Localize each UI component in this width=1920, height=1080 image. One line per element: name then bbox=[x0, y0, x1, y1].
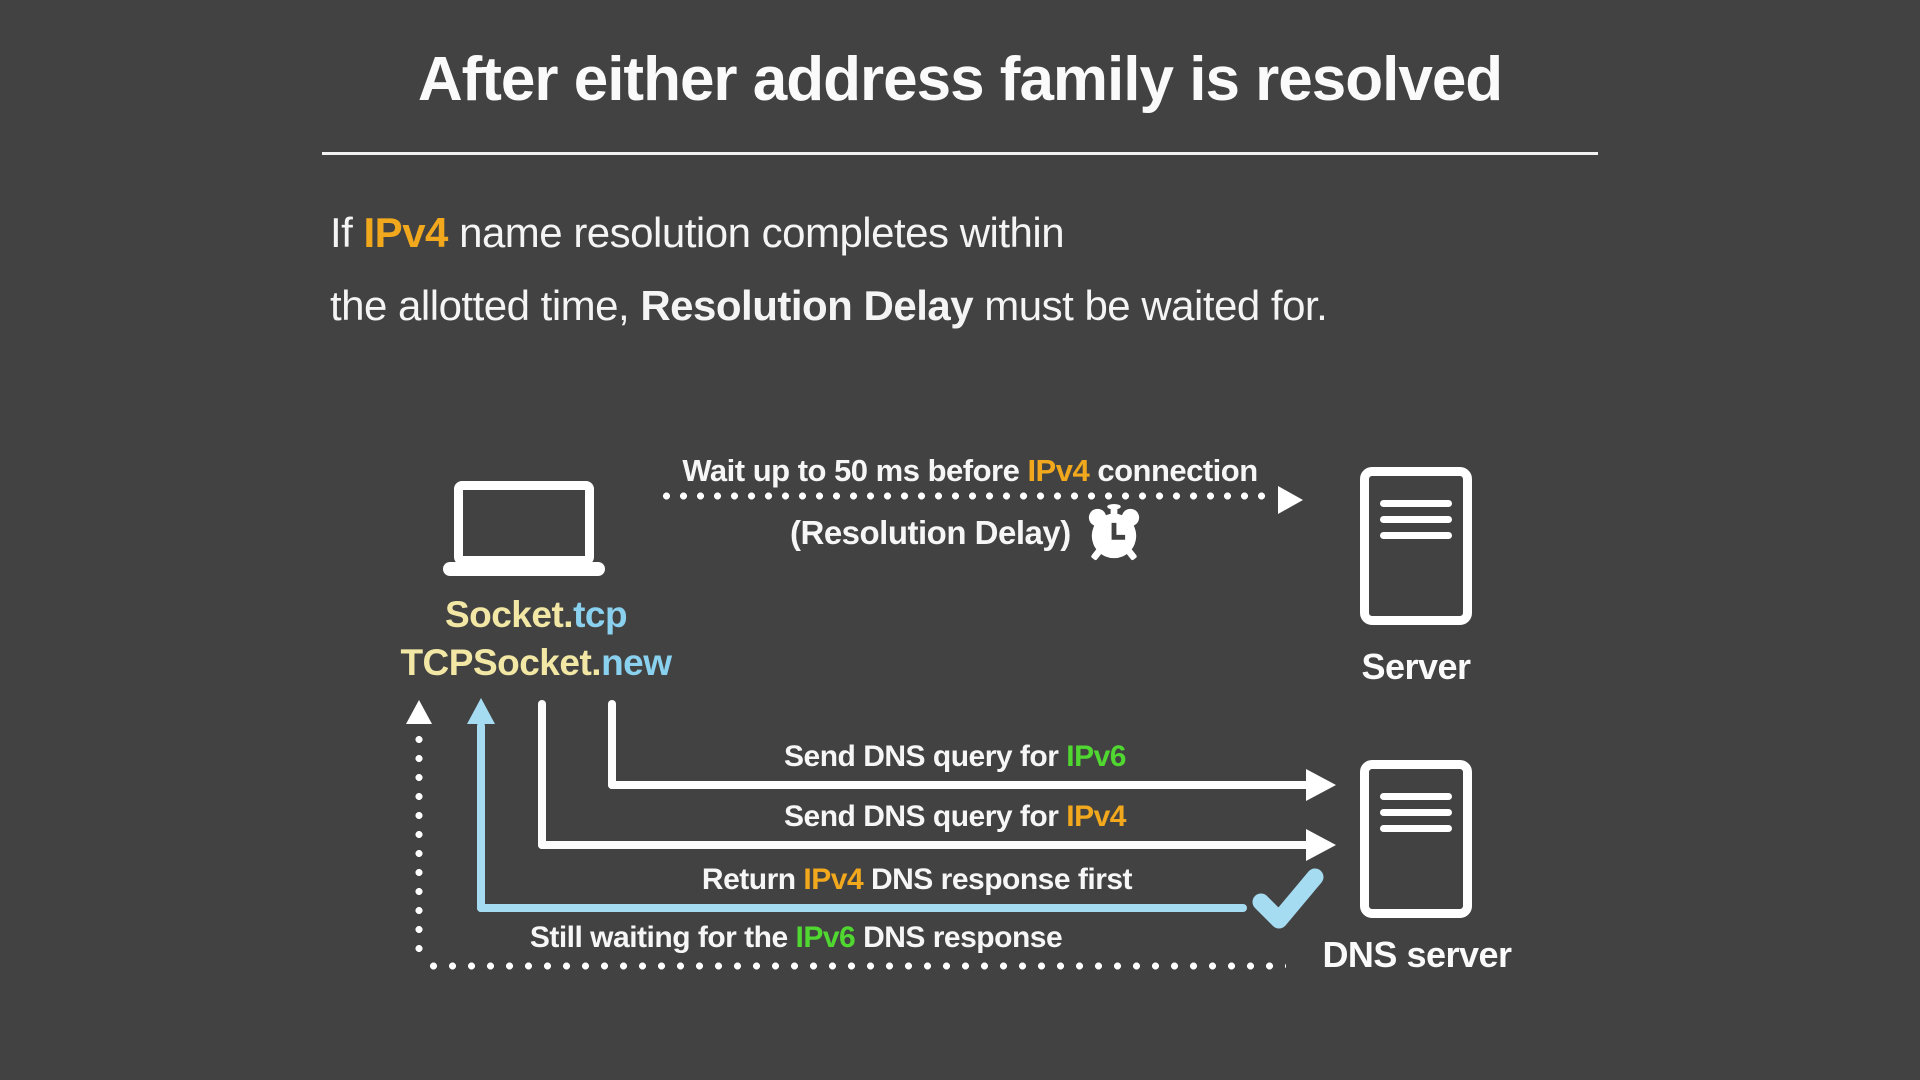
still-waiting-dotted-line bbox=[424, 962, 1286, 970]
wait-arrow-head bbox=[1278, 486, 1303, 514]
alarm-clock-icon bbox=[1085, 504, 1143, 562]
intro-text: If IPv4 name resolution completes within… bbox=[330, 196, 1328, 342]
still-waiting-up-arrow-line bbox=[415, 730, 423, 962]
ipv6-highlight: IPv6 bbox=[795, 921, 856, 954]
ipv4-highlight: IPv4 bbox=[1027, 453, 1090, 488]
checkmark-icon bbox=[1250, 866, 1326, 932]
ipv4-response-arrow-horizontal bbox=[477, 904, 1247, 912]
server-icon bbox=[1360, 467, 1472, 625]
dns-query-ipv6-arrow-head bbox=[1306, 769, 1336, 801]
dns-query-ipv6-arrow-horizontal bbox=[608, 781, 1310, 789]
ipv4-response-arrow-head bbox=[467, 698, 495, 724]
resolution-delay-row: (Resolution Delay) bbox=[790, 504, 1143, 562]
intro-line-1: If IPv4 name resolution completes within bbox=[330, 209, 1065, 256]
still-waiting-up-arrow-head bbox=[406, 700, 432, 724]
wait-dotted-arrow-line bbox=[658, 492, 1270, 500]
laptop-icon bbox=[443, 481, 605, 577]
resolution-delay-label: (Resolution Delay) bbox=[790, 514, 1071, 551]
page-title: After either address family is resolved bbox=[417, 45, 1503, 114]
ipv4-response-arrow-vertical bbox=[477, 722, 485, 912]
ipv4-highlight: IPv4 bbox=[363, 209, 449, 256]
resolution-delay-bold: Resolution Delay bbox=[640, 282, 974, 329]
dns-query-ipv4-arrow-vertical bbox=[538, 700, 546, 849]
intro-line-2: the allotted time, Resolution Delay must… bbox=[330, 282, 1328, 329]
ipv4-highlight: IPv4 bbox=[803, 863, 864, 896]
client-code-line-1: Socket.tcp bbox=[444, 594, 628, 635]
dns-server-label: DNS server bbox=[1322, 934, 1512, 975]
wait-arrow-label: Wait up to 50 ms before IPv4 connection bbox=[682, 453, 1258, 488]
dns-server-icon bbox=[1360, 760, 1472, 918]
server-label: Server bbox=[1361, 646, 1471, 687]
still-waiting-label: Still waiting for the IPv6 DNS response bbox=[529, 921, 1063, 954]
dns-query-ipv6-arrow-vertical bbox=[608, 700, 616, 789]
dns-query-ipv4-arrow-head bbox=[1306, 829, 1336, 861]
dns-response-label: Return IPv4 DNS response first bbox=[701, 863, 1133, 896]
dns-query-ipv4-label: Send DNS query for IPv4 bbox=[784, 800, 1126, 833]
laptop-base bbox=[443, 562, 605, 576]
dns-query-ipv6-label: Send DNS query for IPv6 bbox=[784, 740, 1126, 773]
ipv6-highlight: IPv6 bbox=[1066, 740, 1126, 773]
client-code-line-2: TCPSocket.new bbox=[400, 642, 672, 683]
ipv4-highlight: IPv4 bbox=[1066, 800, 1126, 833]
dns-query-ipv4-arrow-horizontal bbox=[538, 841, 1310, 849]
laptop-screen bbox=[454, 481, 594, 565]
title-underline bbox=[322, 152, 1598, 155]
